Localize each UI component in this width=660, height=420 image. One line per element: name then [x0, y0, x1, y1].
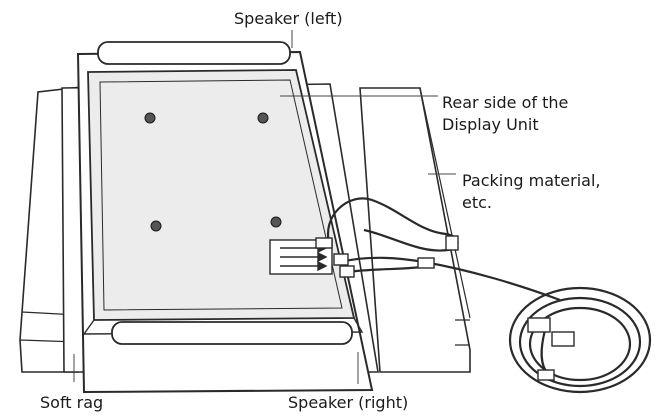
label-speaker-right: Speaker (right) [288, 393, 408, 412]
speaker-right [111, 321, 353, 345]
label-packing-line2: etc. [462, 193, 492, 212]
coil-connector-2 [551, 331, 575, 347]
cable-coil-middle [518, 296, 642, 388]
coil-connector-1 [527, 317, 551, 333]
cable-connectors [315, 235, 575, 381]
label-rear-side-line2: Display Unit [442, 115, 539, 134]
connector-plug-bottom [339, 265, 355, 278]
connector-plug-top [315, 237, 333, 249]
power-plug [445, 235, 459, 251]
screw-top-left [144, 112, 156, 124]
power-cable-loop [327, 197, 459, 252]
label-speaker-left: Speaker (left) [234, 9, 343, 28]
screw-bottom-right [270, 216, 282, 228]
cable-coil-outer [508, 286, 652, 394]
cable-ferrite [417, 257, 435, 269]
label-packing-line1: Packing material, [462, 171, 601, 190]
coil-connector-3 [537, 369, 555, 381]
screw-top-right [257, 112, 269, 124]
connector-plug-middle [333, 253, 349, 266]
label-rear-side-line1: Rear side of the [442, 93, 568, 112]
display-rear-panel-inner [99, 79, 343, 311]
packing-material-right-flap [359, 87, 471, 373]
mounting-screws [144, 112, 282, 232]
screw-bottom-left [150, 220, 162, 232]
leader-lines [73, 30, 456, 384]
label-soft-rag: Soft rag [40, 393, 103, 412]
cable-coil-inner [528, 306, 632, 382]
speaker-left [97, 41, 291, 65]
packing-material-right-edge [419, 87, 471, 346]
